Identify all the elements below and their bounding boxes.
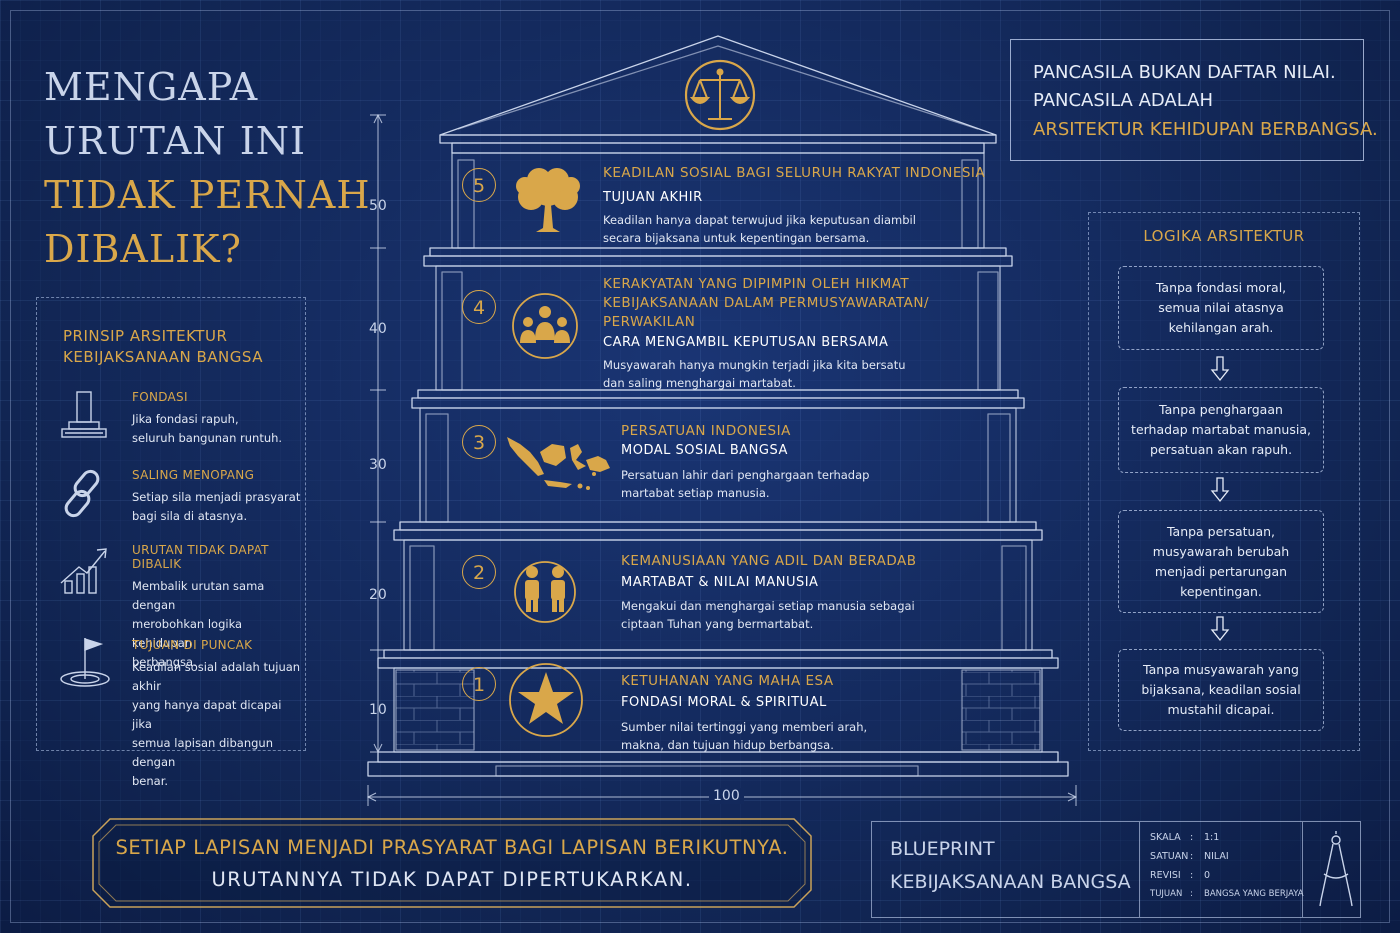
floor-5-desc-2: secara bijaksana untuk kepentingan bersa…	[603, 231, 870, 245]
floor-number-4: 4	[462, 290, 496, 324]
dimension-height-40: 40	[369, 321, 387, 337]
callout-line-3: ARSITEKTUR KEHIDUPAN BERBANGSA.	[1033, 119, 1378, 140]
floor-2-subtitle: MARTABAT & NILAI MANUSIA	[621, 575, 819, 590]
drafting-compass-icon	[1319, 831, 1353, 907]
floor-1-title: KETUHANAN YANG MAHA ESA	[621, 673, 834, 689]
people-council-icon	[512, 293, 578, 359]
principle-item-goal: TUJUAN DI PUNCAK Keadilan sosial adalah …	[132, 638, 301, 788]
floor-5-title: KEADILAN SOSIAL BAGI SELURUH RAKYAT INDO…	[603, 165, 986, 181]
floor-3-desc-1: Persatuan lahir dari penghargaan terhada…	[621, 468, 870, 482]
logic-panel: LOGIKA ARSITEKTUR Tanpa fondasi moral,se…	[1088, 212, 1360, 751]
blueprint-name-2: KEBIJAKSANAAN BANGSA	[890, 871, 1131, 893]
floor-number-3: 3	[462, 425, 496, 459]
floor-1-subtitle: FONDASI MORAL & SPIRITUAL	[621, 695, 827, 710]
dimension-height-30: 30	[369, 457, 387, 473]
two-people-icon	[514, 561, 576, 623]
principles-panel: PRINSIP ARSITEKTUR KEBIJAKSANAAN BANGSA …	[36, 297, 306, 788]
floor-4-title-1: KERAKYATAN YANG DIPIMPIN OLEH HIKMAT	[603, 276, 910, 292]
target-flag-icon	[60, 638, 110, 687]
floor-2-desc-1: Mengakui dan menghargai setiap manusia s…	[621, 599, 915, 613]
down-arrow-icon	[1210, 477, 1230, 503]
indonesia-map-icon	[507, 437, 610, 490]
logic-heading: LOGIKA ARSITEKTUR	[1143, 227, 1305, 245]
down-arrow-icon	[1210, 356, 1230, 382]
bottom-banner: SETIAP LAPISAN MENJADI PRASYARAT BAGI LA…	[92, 818, 812, 908]
growth-arrow-icon	[60, 548, 107, 594]
floor-2-desc-2: ciptaan Tuhan yang bermartabat.	[621, 617, 814, 631]
titleblock-row-scale: SKALA:1:1	[1150, 832, 1220, 843]
title-block: BLUEPRINT KEBIJAKSANAAN BANGSA SKALA:1:1…	[871, 821, 1361, 918]
principles-heading: PRINSIP ARSITEKTUR KEBIJAKSANAAN BANGSA	[63, 327, 263, 366]
floor-3-subtitle: MODAL SOSIAL BANGSA	[621, 443, 788, 458]
floor-4-desc-2: dan saling menghargai martabat.	[603, 376, 796, 390]
banner-line-2: URUTANNYA TIDAK DAPAT DIPERTUKARKAN.	[211, 868, 693, 891]
titleblock-row-unit: SATUAN:NILAI	[1150, 851, 1229, 862]
banner-line-1: SETIAP LAPISAN MENJADI PRASYARAT BAGI LA…	[115, 836, 789, 859]
floor-3-desc-2: martabat setiap manusia.	[621, 486, 770, 500]
floor-4-title-3: PERWAKILAN	[603, 314, 696, 330]
floor-5-subtitle: TUJUAN AKHIR	[603, 190, 703, 205]
floor-4-title-2: KEBIJAKSANAAN DALAM PERMUSYAWARATAN/	[603, 295, 930, 311]
principle-item-foundation: FONDASI Jika fondasi rapuh, seluruh bang…	[132, 390, 283, 445]
callout-box: PANCASILA BUKAN DAFTAR NILAI. PANCASILA …	[1010, 39, 1378, 161]
titleblock-row-revision: REVISI:0	[1150, 870, 1211, 881]
floor-number-5: 5	[462, 168, 496, 202]
star-icon	[509, 663, 583, 737]
title-line-2: URUTAN INI	[44, 119, 306, 163]
dimension-height-50: 50	[369, 198, 387, 214]
chain-link-icon	[64, 469, 100, 518]
title-line-3: TIDAK PERNAH	[44, 173, 371, 217]
floor-4-desc-1: Musyawarah hanya mungkin terjadi jika ki…	[603, 358, 906, 372]
dimension-height-10: 10	[369, 702, 387, 718]
down-arrow-icon	[1210, 616, 1230, 642]
principle-item-order: URUTAN TIDAK DAPAT DIBALIK Membalik urut…	[132, 543, 269, 669]
floor-4-subtitle: CARA MENGAMBIL KEPUTUSAN BERSAMA	[603, 335, 889, 350]
titleblock-row-goal: TUJUAN:BANGSA YANG BERJAYA	[1150, 889, 1304, 899]
foundation-icon	[61, 391, 107, 438]
banner-frame	[92, 818, 812, 908]
justice-scales-icon	[684, 59, 756, 131]
page-title: MENGAPA URUTAN INI TIDAK PERNAH DIBALIK?	[44, 60, 370, 276]
floor-number-1: 1	[462, 667, 496, 701]
floor-1-desc-2: makna, dan tujuan hidup berbangsa.	[621, 738, 834, 752]
floor-5-desc-1: Keadilan hanya dapat terwujud jika keput…	[603, 213, 916, 227]
title-line-4: DIBALIK?	[44, 227, 242, 271]
dimension-width-100: 100	[709, 788, 744, 804]
title-line-1: MENGAPA	[44, 65, 259, 109]
roof-pediment	[439, 35, 997, 136]
floor-1-desc-1: Sumber nilai tertinggi yang memberi arah…	[621, 720, 868, 734]
floor-3-title: PERSATUAN INDONESIA	[621, 423, 791, 439]
callout-line-1: PANCASILA BUKAN DAFTAR NILAI.	[1033, 62, 1336, 83]
floor-2-title: KEMANUSIAAN YANG ADIL DAN BERADAB	[621, 553, 917, 569]
floor-number-2: 2	[462, 555, 496, 589]
dimension-height-20: 20	[369, 587, 387, 603]
principle-item-support: SALING MENOPANG Setiap sila menjadi pras…	[132, 468, 301, 523]
banyan-tree-icon	[516, 168, 580, 232]
blueprint-name-1: BLUEPRINT	[890, 838, 995, 860]
callout-line-2: PANCASILA ADALAH	[1033, 90, 1214, 111]
